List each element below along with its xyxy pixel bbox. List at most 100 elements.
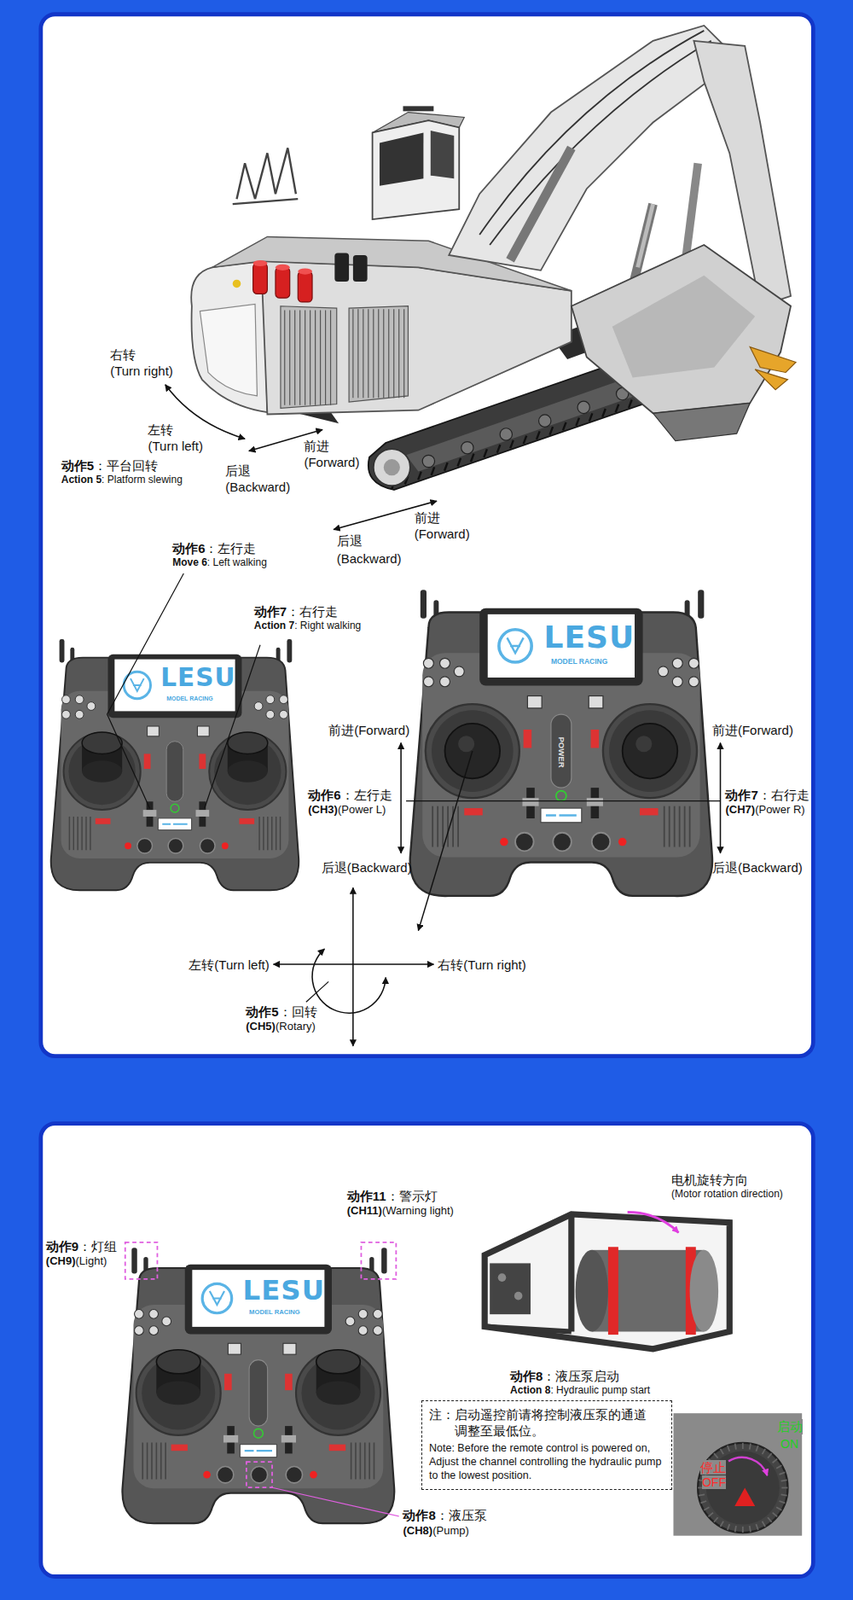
vent	[146, 1441, 149, 1479]
annotation-text: (Pump)	[432, 1524, 470, 1538]
track-cleat	[536, 430, 540, 440]
grille-slat	[398, 308, 400, 398]
grille-slat	[304, 310, 306, 406]
slider-knob	[143, 809, 157, 817]
brand-logo: LESU	[243, 1274, 325, 1306]
screen	[487, 614, 635, 678]
track-cleat	[457, 458, 461, 467]
counterweight	[191, 261, 267, 412]
vent	[689, 806, 691, 848]
bellows	[353, 255, 368, 282]
annotation-text: (Turn right)	[110, 363, 174, 378]
annotation-text: (Forward)	[303, 454, 360, 470]
cab	[372, 120, 460, 220]
knob	[250, 1465, 267, 1482]
leader-line	[272, 1486, 400, 1516]
power-icon	[556, 790, 567, 801]
toggle-switch	[62, 695, 71, 704]
vent	[359, 1441, 362, 1479]
screen-frame	[479, 608, 643, 686]
grille-slat	[309, 310, 311, 406]
action-number: Move 6	[172, 557, 208, 569]
annotation-text: 前进	[414, 510, 441, 525]
lion-logo	[209, 1290, 225, 1305]
toggle-switch	[688, 657, 699, 668]
knob	[515, 832, 534, 852]
screen-frame	[185, 1264, 332, 1335]
slider-knob	[223, 1434, 238, 1443]
trim-switch	[464, 807, 483, 815]
trim-switch	[198, 753, 206, 769]
antenna-switch	[420, 589, 427, 618]
knob-ridge	[762, 1520, 766, 1527]
action-number: 动作6	[172, 540, 205, 556]
knob	[199, 837, 215, 853]
lion-logo	[506, 637, 523, 653]
antenna-switch	[381, 1247, 387, 1273]
home-button	[527, 696, 542, 708]
badge	[157, 818, 192, 830]
knob-ridge	[779, 1500, 786, 1503]
toggle-switch	[440, 657, 451, 668]
knob-ridge	[779, 1471, 786, 1474]
annotation-text: (Power R)	[754, 803, 806, 817]
bucket-teeth	[749, 347, 796, 390]
forward-backward-arrow	[400, 742, 402, 853]
frame-bar	[568, 1213, 575, 1332]
knob-ridge	[735, 1525, 737, 1532]
home-button	[283, 1342, 296, 1354]
home-button	[147, 725, 160, 737]
roller	[539, 414, 552, 427]
annotation-text: 前进	[303, 438, 330, 453]
vent	[275, 816, 277, 850]
axis-arrow	[273, 963, 435, 965]
badge-logo	[244, 1449, 273, 1451]
badge	[239, 1444, 277, 1457]
tank-cap	[297, 267, 313, 274]
joystick-highlight	[458, 735, 475, 752]
vent	[431, 806, 434, 848]
toggle-switch	[423, 657, 434, 668]
vent	[668, 806, 671, 848]
annotation-text: 左转(Turn left)	[188, 957, 269, 972]
vent	[73, 816, 75, 850]
annotation-text: (Backward)	[225, 479, 291, 494]
trim-switch	[239, 818, 256, 824]
toggle-switch	[149, 1325, 159, 1335]
vent	[76, 816, 78, 850]
panel	[40, 1123, 814, 1577]
power-pill	[249, 1359, 268, 1426]
knob-ridge	[749, 1525, 751, 1532]
gimbal-base	[603, 703, 697, 798]
bucket-shade	[612, 275, 755, 378]
red-tank	[253, 263, 268, 295]
vent	[457, 806, 459, 848]
action-number: 动作8	[510, 1368, 543, 1383]
home-button	[227, 1342, 241, 1354]
knob-pointer	[734, 1486, 755, 1506]
track-cleat	[615, 404, 620, 413]
grille-slat	[377, 308, 379, 398]
vent	[150, 1441, 153, 1479]
toggle-switch	[134, 1325, 145, 1335]
knob-ridge	[707, 1512, 713, 1517]
knob-ridge	[742, 1442, 744, 1449]
annotation-text: (Backward)	[336, 551, 402, 566]
forward-backward-arrow	[719, 742, 722, 853]
remote-body	[121, 1267, 395, 1523]
highlight-box	[125, 1241, 158, 1279]
grille-slat	[294, 310, 296, 406]
toggle-switch	[453, 666, 465, 677]
remote-control	[121, 1247, 395, 1523]
vent	[684, 806, 686, 848]
remote-body	[51, 657, 300, 891]
knob-ridge	[781, 1486, 788, 1489]
toggle-switch	[372, 1325, 383, 1335]
vent	[258, 816, 260, 850]
tank-cap	[253, 260, 268, 267]
knob-ridge	[755, 1523, 758, 1530]
channel-number: (CH11)	[347, 1204, 383, 1218]
track-cleat	[497, 444, 501, 453]
indicator-led	[124, 841, 132, 849]
